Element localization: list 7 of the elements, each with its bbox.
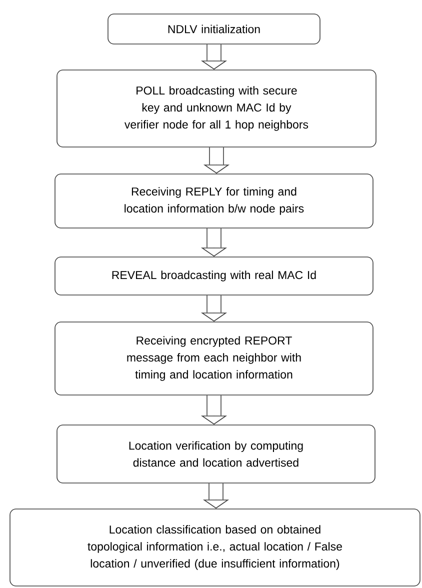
process-box: POLL broadcasting with secure key and unknown MAC Id by verifier node for all 1 hop neighbors <box>56 70 376 148</box>
process-box: Receiving encrypted REPORT message from each neighbor with timing and location information <box>54 322 374 396</box>
process-box: NDLV initialization <box>108 14 320 44</box>
process-box: REVEAL broadcasting with real MAC Id <box>54 256 374 296</box>
process-box: Receiving REPLY for timing and location information b/w node pairs <box>54 174 374 228</box>
process-box: Location classification based on obtained topological information i.e., actual location / False location / unverified (due insufficient information) <box>10 508 420 586</box>
process-box: Location verification by computing distance and location advertised <box>56 424 376 484</box>
